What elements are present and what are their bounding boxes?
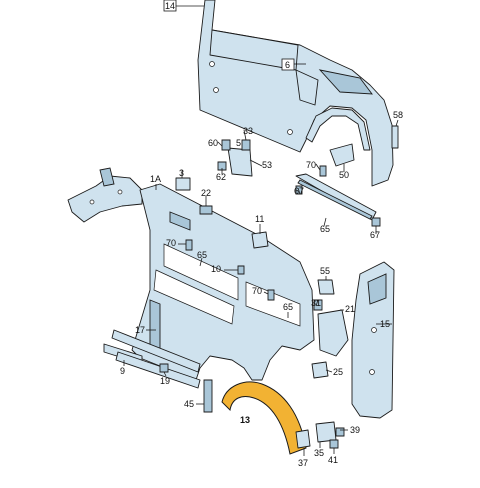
main-side-frame[interactable] <box>131 183 315 381</box>
part-41-clip[interactable] <box>329 439 339 449</box>
part-70-clip-top[interactable] <box>319 165 327 177</box>
part-3-bracket[interactable] <box>175 177 191 191</box>
part-33-clip[interactable] <box>241 139 251 151</box>
part-5-bracket[interactable] <box>227 147 253 177</box>
label-25: 25 <box>333 367 343 377</box>
part-35-bracket[interactable] <box>315 421 337 443</box>
part-17-rail[interactable] <box>111 329 201 373</box>
upper-pillar-trim[interactable] <box>67 167 143 223</box>
label-65-top: 65 <box>320 224 330 234</box>
label-70-mid: 70 <box>166 238 176 248</box>
part-70-clip-low[interactable] <box>267 289 275 301</box>
part-39-clip[interactable] <box>335 427 345 437</box>
label-67-right: 67 <box>370 230 380 240</box>
part-22-bracket[interactable] <box>199 205 213 215</box>
label-5: 5 <box>236 138 241 148</box>
rear-corner-pillar[interactable] <box>351 261 395 419</box>
part-19-clip[interactable] <box>159 363 169 373</box>
part-55-bracket[interactable] <box>317 279 335 295</box>
label-58: 58 <box>393 110 403 120</box>
label-45: 45 <box>184 399 194 409</box>
part-70-clip-mid[interactable] <box>185 239 193 251</box>
label-41: 41 <box>328 455 338 465</box>
part-11-bracket[interactable] <box>251 231 269 249</box>
part-10-clip[interactable] <box>237 265 245 275</box>
label-19: 19 <box>160 376 170 386</box>
label-3: 3 <box>179 168 184 178</box>
label-13: 13 <box>240 415 250 425</box>
leader-lines <box>123 5 399 456</box>
label-11: 11 <box>255 214 264 224</box>
label-65-low: 65 <box>283 302 293 312</box>
part-60-bolt[interactable] <box>221 139 231 151</box>
part-19-rail[interactable] <box>115 351 201 389</box>
label-1A: 1A <box>150 174 161 184</box>
label-9: 9 <box>120 366 125 376</box>
label-55: 55 <box>320 266 330 276</box>
label-50: 50 <box>339 170 349 180</box>
label-67-top: 67 <box>294 186 304 196</box>
label-53: 53 <box>262 160 272 170</box>
label-21: 21 <box>345 304 355 314</box>
upper-side-panel[interactable] <box>197 0 394 187</box>
part-58-bracket[interactable] <box>391 125 399 149</box>
part-37-bracket[interactable] <box>295 429 311 449</box>
label-60: 60 <box>208 138 218 148</box>
label-22: 22 <box>201 188 211 198</box>
label-33: 33 <box>243 126 253 136</box>
part-21-bracket[interactable] <box>317 309 349 357</box>
part-45-bracket[interactable] <box>203 379 213 413</box>
label-10: 10 <box>211 264 221 274</box>
label-62: 62 <box>216 172 226 182</box>
part-67-cap-right[interactable] <box>371 217 381 227</box>
label-31: 31 <box>311 298 321 308</box>
part-25-bracket[interactable] <box>311 361 329 379</box>
part-62-nut[interactable] <box>217 161 227 171</box>
label-6: 6 <box>285 60 290 70</box>
label-14: 14 <box>165 1 175 11</box>
wheel-arch-part-13[interactable] <box>221 381 307 455</box>
label-70-low: 70 <box>252 286 262 296</box>
label-65-mid: 65 <box>197 250 207 260</box>
part-50-bracket[interactable] <box>329 143 355 167</box>
callouts: 14 6 58 33 60 5 53 62 70 50 67 1A 3 22 6… <box>120 0 403 468</box>
label-35: 35 <box>314 448 324 458</box>
label-39: 39 <box>350 425 360 435</box>
label-37: 37 <box>298 458 308 468</box>
label-15: 15 <box>380 319 390 329</box>
label-17: 17 <box>135 325 145 335</box>
label-70-top: 70 <box>306 160 316 170</box>
part-31-clip[interactable] <box>313 299 323 311</box>
